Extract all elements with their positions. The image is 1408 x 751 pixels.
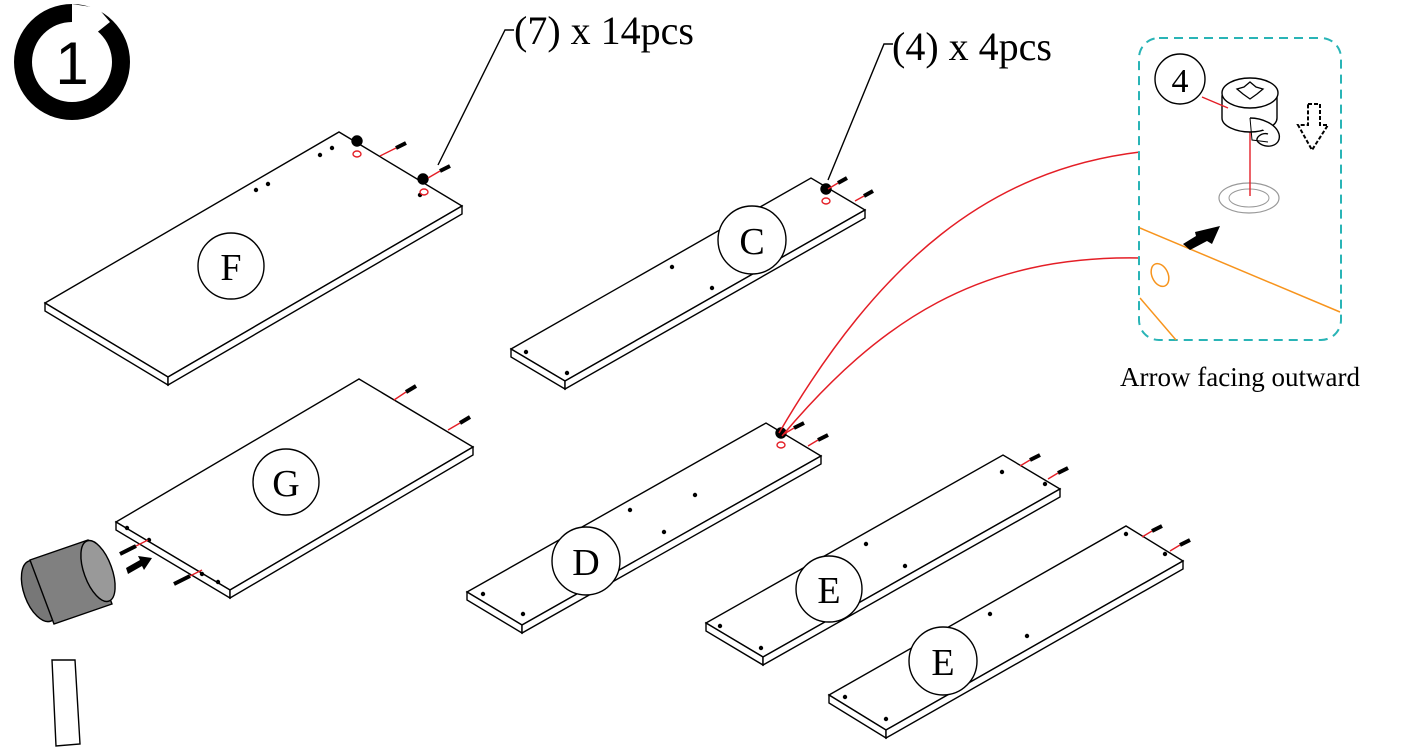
push-arrow-icon [126,556,152,574]
leader-part4 [827,43,893,181]
panel-e-lower [827,524,1191,740]
panel-e-upper [704,453,1069,667]
panel-c [509,176,874,391]
detail-badge-number: 4 [1172,63,1189,100]
outward-arrow-icon [1183,226,1220,250]
step-number: 1 [55,30,88,97]
panel-e-upper-label: E [817,570,840,612]
callout-part4-qty: (4) x 4pcs [892,24,1052,69]
panel-e-upper-label-ring [795,555,863,623]
hammer-icon [20,539,116,747]
detail-badge-ring [1154,53,1206,105]
panel-f-label: F [220,247,241,289]
cam-lock-icon [1221,77,1280,147]
panel-f-label-ring [197,232,265,300]
detail-leader-upper [778,151,1141,434]
panel-c-label-ring [717,205,787,275]
callout-part7-qty: (7) x 14pcs [514,8,694,53]
panel-g-label-ring [252,448,320,516]
panel-e-lower-label: E [931,642,954,684]
leader-part7 [437,29,514,166]
detail-leader-lower [781,257,1141,437]
panel-f [43,131,464,387]
panel-d-label-ring [551,526,621,596]
down-arrow-icon [1296,103,1330,152]
panel-g [114,378,475,600]
panel-g-label: G [272,463,299,505]
panel-d [465,421,829,635]
panel-c-label: C [739,221,764,263]
step-badge: 1 [14,4,130,120]
detail-caption: Arrow facing outward [1120,362,1360,392]
detail-inset [1138,37,1342,341]
panel-e-lower-label-ring [908,626,978,696]
panel-d-label: D [572,542,599,584]
